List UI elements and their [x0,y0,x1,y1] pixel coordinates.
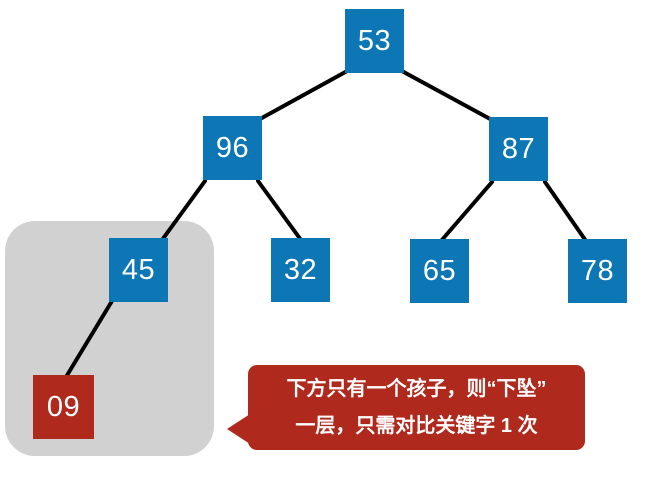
tree-node-65: 65 [410,239,469,303]
edge-96-45 [160,179,207,242]
edge-87-65 [439,180,494,243]
edge-53-96 [258,68,351,121]
edge-45-09 [64,299,114,379]
edge-87-78 [543,180,588,243]
tree-node-78: 78 [568,239,627,303]
callout-pointer-icon [227,414,250,444]
tree-node-45: 45 [109,238,168,302]
callout-text-line2: 一层，只需对比关键字 1 次 [295,414,538,437]
tree-node-96: 96 [203,116,262,180]
tree-node-53: 53 [345,9,404,73]
callout-bubble: 下方只有一个孩子，则“下坠” 一层，只需对比关键字 1 次 [248,365,585,450]
tree-node-32: 32 [271,238,330,302]
edge-53-87 [398,68,494,122]
tree-node-87: 87 [489,117,548,181]
callout-text-line1: 下方只有一个孩子，则“下坠” [286,377,547,400]
tree-node-09: 09 [33,375,94,439]
edge-96-32 [256,179,303,242]
